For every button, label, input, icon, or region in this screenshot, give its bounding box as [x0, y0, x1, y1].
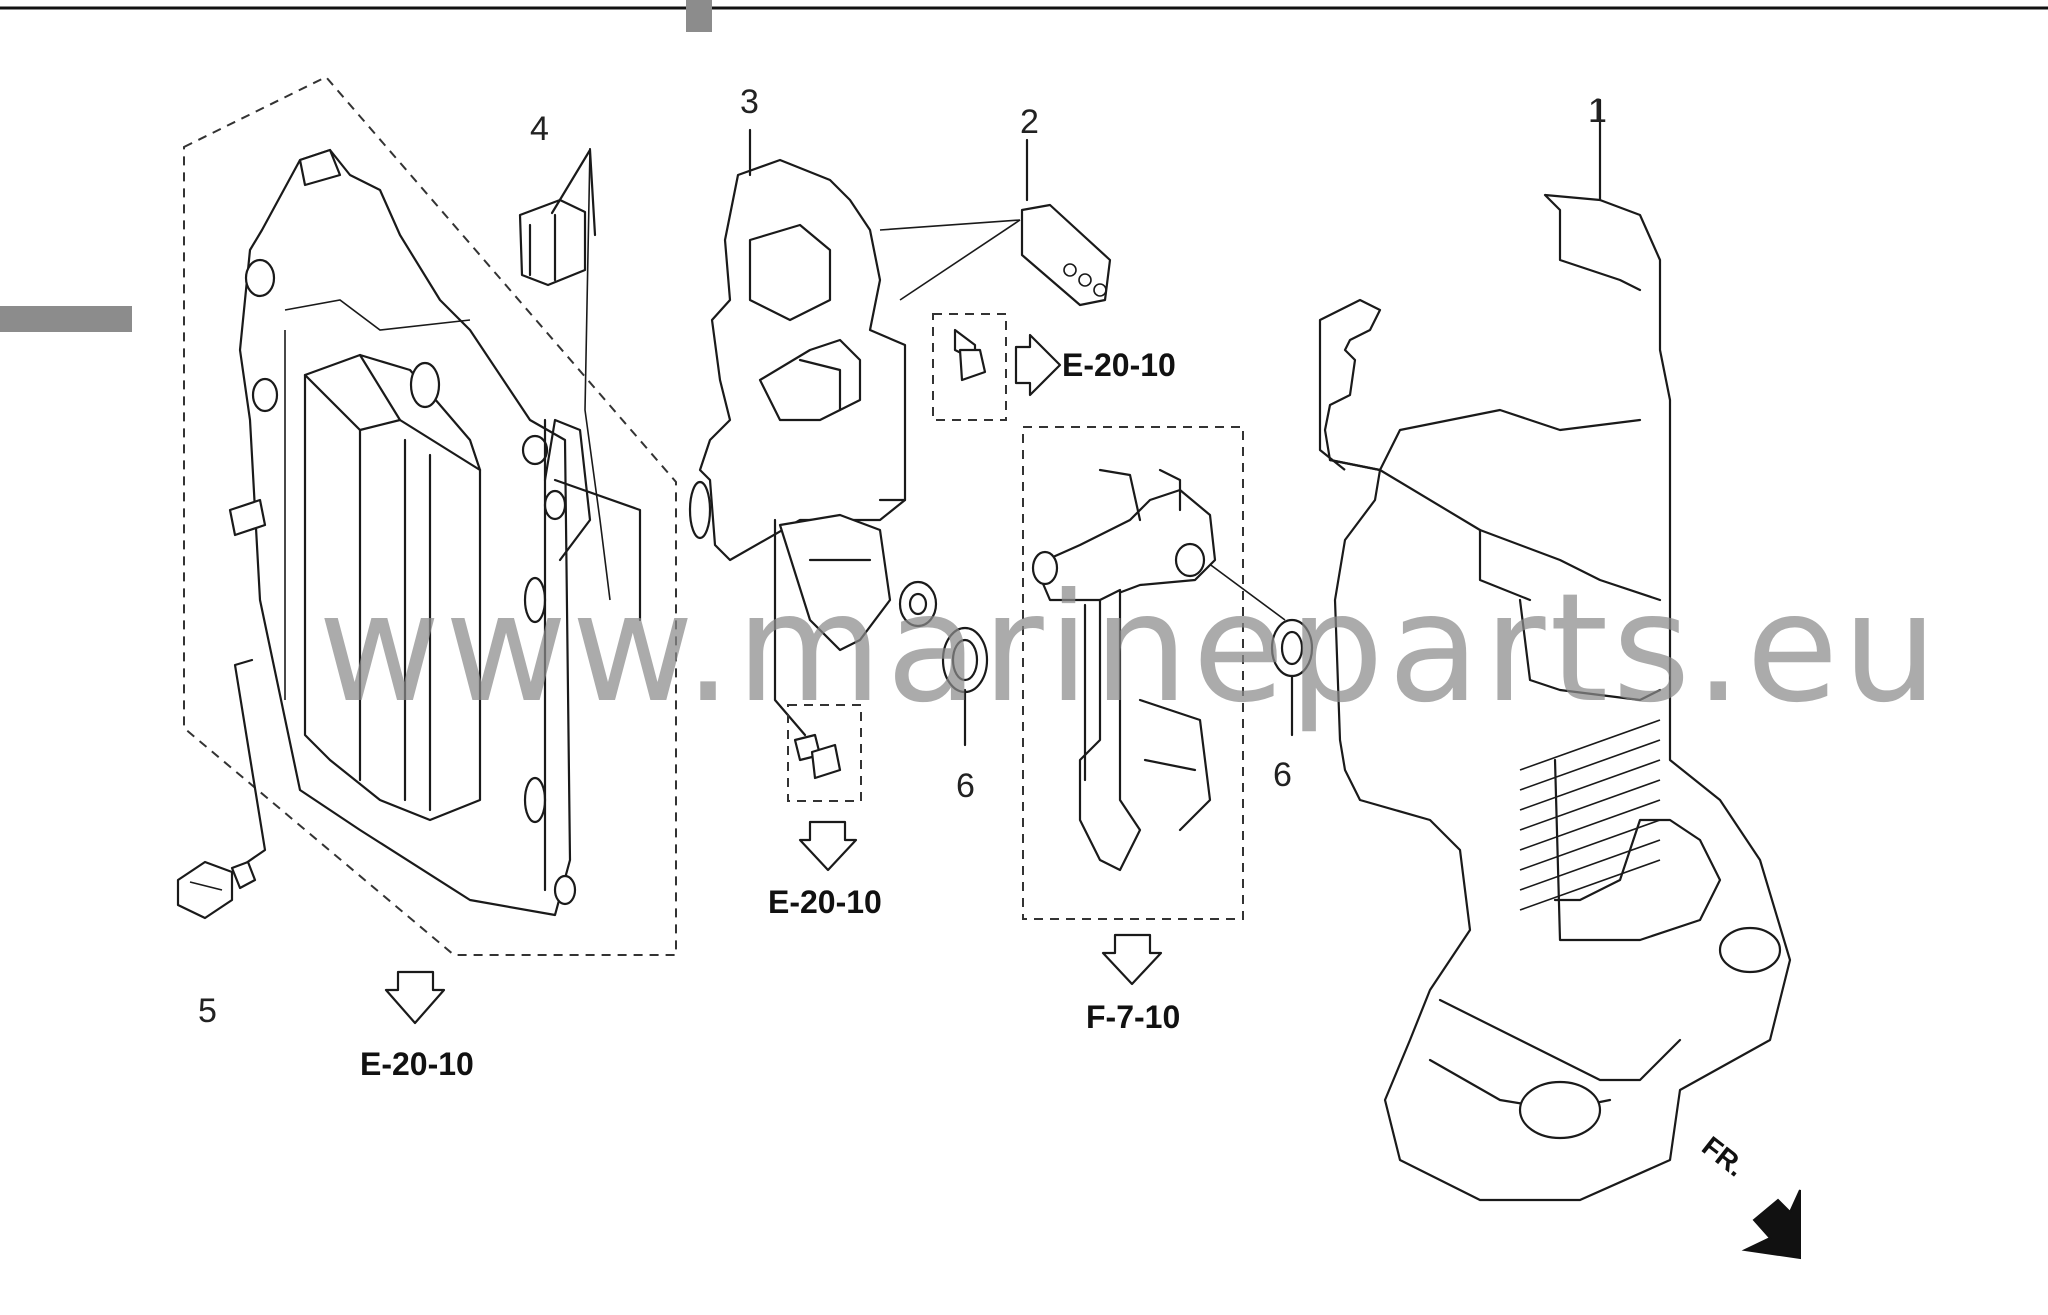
harness-group [1022, 426, 1244, 920]
front-arrow-icon [1741, 1189, 1801, 1260]
ecu-box [303, 353, 482, 822]
callout-part-1: 1 [1588, 92, 1607, 130]
part-2-clip [1020, 203, 1112, 307]
top-tab-mark [686, 0, 712, 32]
part-5-bolt [176, 658, 267, 920]
ref-label-bracket-bolt: E-20-10 [1062, 347, 1176, 383]
callout-part-3: 3 [740, 83, 759, 121]
ref-arrow-ecu [384, 970, 446, 1025]
callout-part-2: 2 [1020, 103, 1039, 141]
part-1-cover [1318, 98, 1792, 1202]
callout-part-5: 5 [198, 992, 217, 1030]
ref-label-clip-bolt: E-20-10 [768, 884, 882, 920]
ecu-assembly [183, 75, 677, 956]
left-side-mark [0, 306, 132, 332]
callout-part-6-right: 6 [1273, 756, 1292, 794]
ref-label-harness: F-7-10 [1086, 999, 1180, 1035]
part-3-bracket [688, 128, 1029, 737]
clip-bolt-group [787, 704, 862, 802]
part-6-grommet-left [941, 626, 989, 747]
part-6-grommet-right [1149, 519, 1314, 737]
callout-part-6-left: 6 [956, 767, 975, 805]
part-4-connector [518, 147, 611, 601]
ref-arrow-bracket-bolt [1014, 333, 1062, 397]
ref-label-ecu: E-20-10 [360, 1046, 474, 1082]
front-indicator-label: FR. [1696, 1130, 1751, 1182]
bracket-bolt-group [932, 313, 1007, 421]
callout-part-4: 4 [530, 110, 549, 148]
ref-arrow-harness [1101, 933, 1163, 986]
ref-arrow-clip-bolt [798, 820, 858, 872]
watermark-text: www.marineparts.eu [318, 562, 1942, 736]
